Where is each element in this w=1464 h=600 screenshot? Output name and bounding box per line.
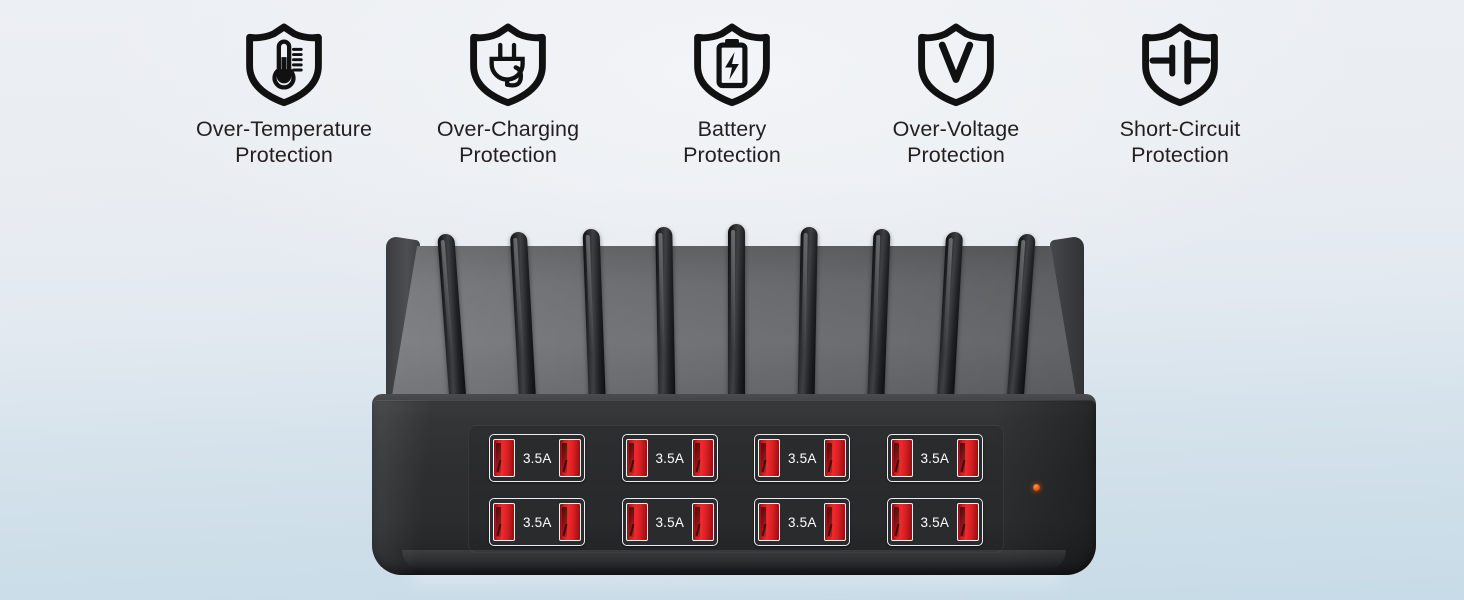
- divider-fin: [797, 226, 818, 420]
- usb-port-group[interactable]: 3.5A: [754, 498, 851, 546]
- usb-charging-station: 3.5A 3.5A 3.5A 3.5A 3.5A 3.5A 3.5A 3.5A: [372, 178, 1096, 592]
- usb-port-icon: [956, 439, 979, 477]
- feature-label: Short-Circuit Protection: [1119, 117, 1241, 167]
- usb-port-group[interactable]: 3.5A: [621, 434, 718, 482]
- port-amperage-label: 3.5A: [522, 450, 552, 466]
- feature-label: Over-Voltage Protection: [892, 117, 1020, 167]
- usb-port-icon: [559, 439, 582, 477]
- feature-short-circuit: Short-Circuit Protection: [1068, 18, 1292, 168]
- usb-port-group[interactable]: 3.5A: [886, 434, 983, 482]
- port-amperage-label: 3.5A: [655, 514, 685, 530]
- usb-port-grid: 3.5A 3.5A 3.5A 3.5A 3.5A 3.5A 3.5A 3.5A: [474, 430, 998, 550]
- usb-port-group[interactable]: 3.5A: [754, 434, 851, 482]
- power-led-indicator: [1033, 484, 1040, 491]
- port-amperage-label: 3.5A: [787, 450, 817, 466]
- port-amperage-label: 3.5A: [655, 450, 685, 466]
- shield-battery-bolt-icon: [686, 18, 778, 110]
- port-amperage-label: 3.5A: [522, 514, 552, 530]
- shield-voltage-v-icon: [910, 18, 1002, 110]
- device-divider-fins: [372, 178, 1096, 438]
- feature-over-temperature: Over-Temperature Protection: [172, 18, 396, 168]
- usb-port-icon: [691, 503, 714, 541]
- usb-port-group[interactable]: 3.5A: [489, 498, 586, 546]
- usb-port-icon: [956, 503, 979, 541]
- usb-port-group[interactable]: 3.5A: [886, 498, 983, 546]
- usb-port-icon: [758, 439, 781, 477]
- usb-port-group[interactable]: 3.5A: [621, 498, 718, 546]
- usb-port-icon: [493, 439, 516, 477]
- usb-port-icon: [824, 439, 847, 477]
- usb-port-group[interactable]: 3.5A: [489, 434, 586, 482]
- feature-label: Battery Protection: [683, 117, 781, 167]
- usb-port-icon: [559, 503, 582, 541]
- usb-port-icon: [493, 503, 516, 541]
- usb-port-icon: [824, 503, 847, 541]
- divider-fin: [728, 224, 745, 420]
- divider-fin: [935, 231, 964, 420]
- protection-feature-list: Over-Temperature Protection Over-Chargin…: [0, 18, 1464, 168]
- divider-fin: [509, 231, 538, 420]
- usb-port-icon: [625, 439, 648, 477]
- usb-port-icon: [758, 503, 781, 541]
- port-amperage-label: 3.5A: [920, 514, 950, 530]
- usb-port-icon: [691, 439, 714, 477]
- usb-port-icon: [890, 439, 913, 477]
- divider-fin: [437, 234, 468, 420]
- shield-thermometer-icon: [238, 18, 330, 110]
- feature-label: Over-Charging Protection: [436, 117, 580, 167]
- usb-port-icon: [625, 503, 648, 541]
- usb-port-icon: [890, 503, 913, 541]
- feature-over-charging: Over-Charging Protection: [396, 18, 620, 168]
- feature-battery: Battery Protection: [620, 18, 844, 168]
- port-amperage-label: 3.5A: [787, 514, 817, 530]
- shield-short-circuit-icon: [1134, 18, 1226, 110]
- divider-fin: [866, 229, 891, 420]
- shield-plug-icon: [462, 18, 554, 110]
- feature-label: Over-Temperature Protection: [195, 117, 373, 167]
- divider-fin: [655, 226, 676, 420]
- feature-over-voltage: Over-Voltage Protection: [844, 18, 1068, 168]
- divider-fin: [1005, 234, 1036, 420]
- divider-fin: [582, 229, 607, 420]
- port-amperage-label: 3.5A: [920, 450, 950, 466]
